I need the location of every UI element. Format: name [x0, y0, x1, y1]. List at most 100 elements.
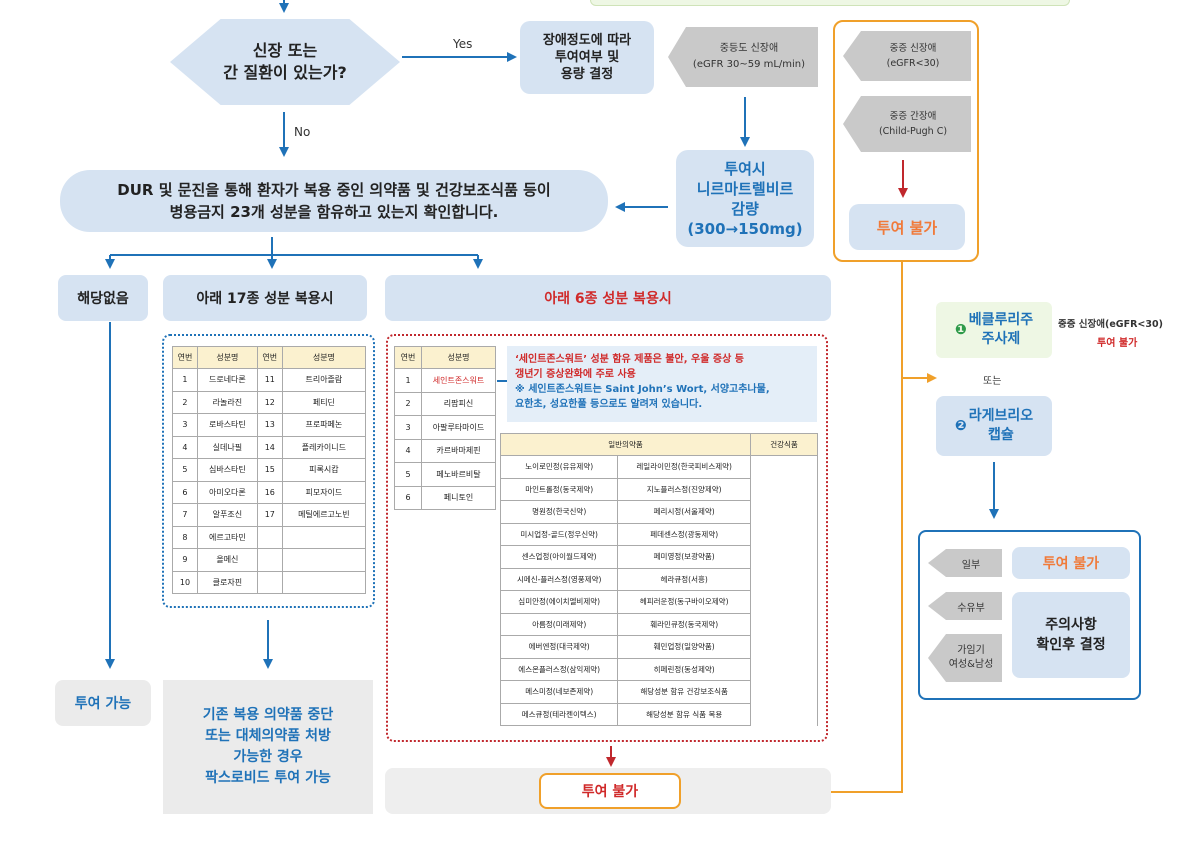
products-cell: 히페린정(동성제약)	[617, 657, 751, 681]
none-result: 투여 가능	[55, 680, 151, 726]
veklury-box: ❶ 베클루리주 주사제	[936, 302, 1052, 358]
table17-header: 연번	[256, 346, 283, 369]
table17-cell: 페티딘	[281, 390, 367, 414]
table17-cell: 14	[256, 435, 283, 459]
products-table: 일반의약품 건강식품 노이로민정(유유제약)레일라이민정(한국피비스제약)마인트…	[499, 433, 818, 726]
top-green-panel	[590, 0, 1070, 6]
products-cell: 해당성분 함유 건강보조식품	[617, 680, 751, 704]
table17-cell: 아미오다론	[196, 480, 258, 504]
table17-cell: 실데나필	[196, 435, 258, 459]
table17-cell: 10	[172, 570, 198, 594]
dur-check-box: DUR 및 문진을 통해 환자가 복용 중인 의약품 및 건강보조식품 등이 병…	[60, 170, 608, 232]
group17-dotted-frame	[162, 334, 375, 608]
table6-cell: 5	[394, 462, 422, 487]
products-empty-cell	[750, 523, 818, 546]
renal-dose-box: 장애정도에 따라 투여여부 및 용량 결정	[520, 21, 654, 94]
table17-cell: 1	[172, 368, 198, 392]
products-empty-cell	[750, 613, 818, 636]
products-cell: 훼라민큐정(동국제약)	[617, 612, 751, 636]
cautions-panel: 일부 투여 불가 수유부 가임기 여성&남성 주의사항 확인후 결정	[918, 530, 1141, 700]
table17-cell: 11	[256, 368, 283, 392]
products-cell: 심미안정(에이치엘비제약)	[499, 590, 619, 614]
table-row: 노이로민정(유유제약)레일라이민정(한국피비스제약)	[499, 455, 818, 479]
table17-header: 성분명	[281, 346, 367, 369]
table6-cell: 1	[394, 368, 422, 393]
caution-nursing-tag: 수유부	[928, 592, 1002, 620]
table-row: 미시업정-골드(정우신약)페데센스정(광동제약)	[499, 522, 818, 546]
table-row: 명원정(한국신약)페리시정(서울제약)	[499, 500, 818, 524]
table6-cell: 6	[394, 485, 422, 510]
severe-impairment-panel: 중증 신장애 (eGFR<30) 중증 간장애 (Child-Pugh C) 투…	[833, 20, 979, 262]
table-row: 마인트롤정(동국제약)지노플러스정(진양제약)	[499, 477, 818, 501]
table17-cell: 12	[256, 390, 283, 414]
products-empty-cell	[750, 500, 818, 523]
table6-cell: 페니토인	[421, 485, 496, 510]
table17-cell: 4	[172, 435, 198, 459]
severe-renal-tag: 중증 신장애 (eGFR<30)	[843, 31, 971, 81]
table-row: 센스업정(아이월드제약)페미영정(보광약품)	[499, 545, 818, 569]
table17-cell: 13	[256, 413, 283, 437]
table6-cell: 아팔루타마이드	[421, 415, 496, 440]
table6-cell: 4	[394, 438, 422, 463]
products-cell: 페리시정(서울제약)	[617, 500, 751, 524]
decision-question: 신장 또는 간 질환이 있는가?	[223, 41, 347, 82]
products-cell: 헤피러운정(동구바이오제약)	[617, 590, 751, 614]
table17-cell: 프로파페논	[281, 413, 367, 437]
table6-cell: 세인트존스워트	[421, 368, 496, 393]
products-cell: 메스미정(네보존제약)	[499, 680, 619, 704]
products-cell: 센스업정(아이월드제약)	[499, 545, 619, 569]
table17-cell: 알푸조신	[196, 503, 258, 527]
table6-cell: 2	[394, 391, 422, 416]
table17-cell: 로바스타틴	[196, 413, 258, 437]
table-row: 심미안정(에이치엘비제약)헤피러운정(동구바이오제약)	[499, 590, 818, 614]
table17-cell: 7	[172, 503, 198, 527]
table17-cell: 6	[172, 480, 198, 504]
table17-cell: 라놀라진	[196, 390, 258, 414]
products-cell: 마인트롤정(동국제약)	[499, 477, 619, 501]
table6-cell: 3	[394, 415, 422, 440]
caution-partial-tag: 일부	[928, 549, 1002, 577]
table17-cell	[256, 548, 283, 572]
products-header-health: 건강식품	[750, 433, 818, 456]
decision-hexagon: 신장 또는 간 질환이 있는가?	[170, 19, 400, 105]
group6-result: 투여 불가	[539, 773, 681, 809]
severe-liver-tag: 중증 간장애 (Child-Pugh C)	[843, 96, 971, 152]
table17-cell: 8	[172, 525, 198, 549]
products-cell: 해당성분 함유 식품 복용	[617, 702, 751, 726]
moderate-renal-tag: 중등도 신장애 (eGFR 30~59 mL/min)	[668, 27, 818, 87]
group6-dotted-frame	[386, 334, 828, 742]
products-empty-cell	[750, 658, 818, 681]
products-cell: 미시업정-골드(정우신약)	[499, 522, 619, 546]
products-cell: 노이로민정(유유제약)	[499, 455, 619, 479]
table6-cell: 카르바마제핀	[421, 438, 496, 463]
products-cell: 명원정(한국신약)	[499, 500, 619, 524]
lagevrio-num: ❷	[954, 417, 967, 434]
none-header: 해당없음	[58, 275, 148, 321]
dose-reduction-box: 투여시 니르마트렐비르 감량 (300→150mg)	[676, 150, 814, 247]
table-row: 메스미정(네보존제약)해당성분 함유 건강보조식품	[499, 680, 818, 704]
products-empty-cell	[750, 568, 818, 591]
table17-cell: 트리아졸람	[281, 368, 367, 392]
table17-cell: 2	[172, 390, 198, 414]
table17-cell: 심바스타틴	[196, 458, 258, 482]
table-row: 에스온플러스정(삼익제약)히페린정(동성제약)	[499, 657, 818, 681]
table17-cell: 9	[172, 548, 198, 572]
products-empty-cell	[750, 590, 818, 613]
table6-cell: 리팜피신	[421, 391, 496, 416]
table17-cell	[281, 570, 367, 594]
table17-cell: 올메신	[196, 548, 258, 572]
table-row: 아름정(미래제약)훼라민큐정(동국제약)	[499, 612, 818, 636]
table17-header: 성분명	[196, 346, 258, 369]
table17-header: 연번	[172, 346, 198, 369]
